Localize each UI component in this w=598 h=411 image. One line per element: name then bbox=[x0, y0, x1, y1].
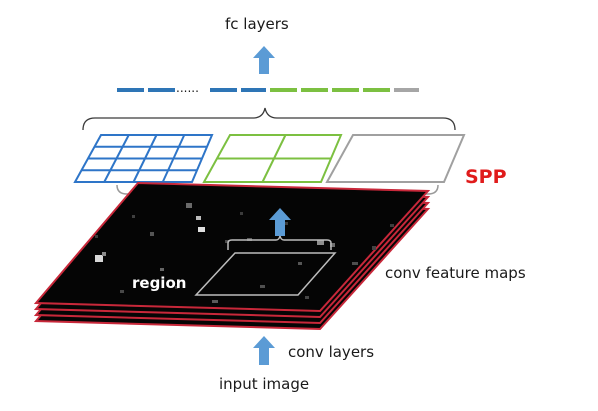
conv-feature-maps-stack: region bbox=[33, 181, 431, 331]
fc-segment-green bbox=[332, 88, 359, 92]
fc-segment-blue bbox=[117, 88, 144, 92]
pooling-grid-1x1 bbox=[325, 134, 466, 183]
fc-ellipsis: ...... bbox=[176, 81, 199, 95]
region-up-arrow bbox=[269, 208, 291, 236]
spp-label: SPP bbox=[465, 166, 507, 188]
fc-segment-blue bbox=[148, 88, 175, 92]
region-box bbox=[194, 252, 337, 296]
fc-segment-blue bbox=[210, 88, 237, 92]
fc-segment-gray bbox=[394, 88, 419, 92]
fc-segment-green bbox=[301, 88, 328, 92]
fc-up-arrow bbox=[253, 46, 275, 74]
input-image-label: input image bbox=[219, 375, 309, 393]
fc-segment-green bbox=[270, 88, 297, 92]
region-label: region bbox=[132, 274, 186, 292]
pooling-grid-2x2 bbox=[202, 134, 343, 183]
fc-segment-green bbox=[363, 88, 390, 92]
fc-vector: ...... bbox=[117, 81, 419, 95]
conv-layers-label: conv layers bbox=[288, 343, 374, 361]
concat-brace bbox=[82, 107, 456, 131]
conv-feature-maps-label: conv feature maps bbox=[385, 264, 526, 282]
feature-map-layer bbox=[33, 181, 431, 313]
fc-segment-blue bbox=[241, 88, 266, 92]
fc-layers-label: fc layers bbox=[225, 15, 289, 33]
pooling-grid-4x4 bbox=[73, 134, 214, 183]
conv-up-arrow bbox=[253, 336, 275, 365]
